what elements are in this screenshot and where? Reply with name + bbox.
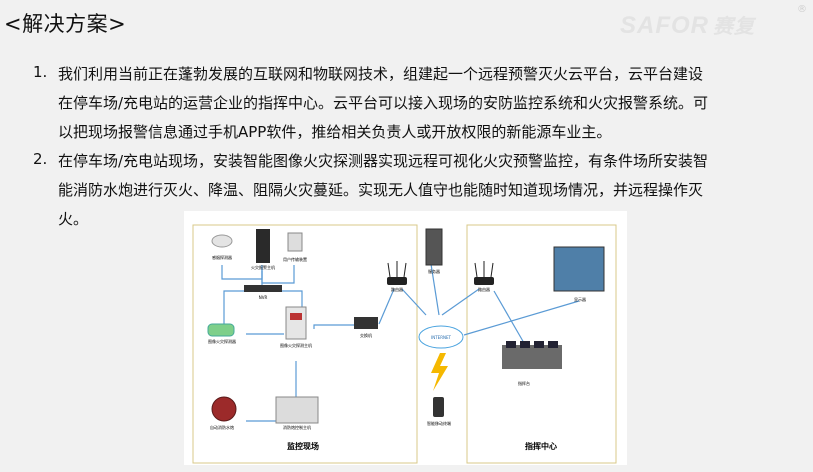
console-monitor-1 [506, 341, 516, 348]
logo-cn-text: 赛复 [713, 16, 755, 38]
registered-mark: ® [797, 4, 807, 15]
item-2-line-2: 能消防水炮进行灭火、降温、阻隔火灾蔓延。实现无人值守也能随时知道现场情况，并远程… [58, 181, 704, 199]
item-2-line-1: 在停车场/充电站现场，安装智能图像火灾探测器实现远程可视化火灾预警监控，有条件场… [58, 152, 709, 170]
image-host-icon [285, 306, 307, 340]
image-detector-label: 图像火灾探测器 [208, 338, 236, 344]
command-center-panel [466, 224, 617, 464]
water-cannon-icon [211, 396, 237, 422]
page-title: <解决方案> [4, 12, 127, 36]
lightning-icon [431, 353, 448, 391]
console-label: 指挥台 [518, 380, 530, 386]
server-label: 服务器 [428, 268, 440, 274]
system-diagram: 感烟探测器 火灾报警主机 用户传输装置 NVR 图像火灾探测器 图像火灾探测主机… [184, 211, 627, 465]
switch-label: 交换机 [360, 332, 372, 338]
monitoring-site-label: 监控现场 [287, 441, 319, 451]
item-1-line-2: 在停车场/充电站的运营企业的指挥中心。云平台可以接入现场的安防监控系统和火灾报警… [58, 94, 709, 112]
router-right-label: 路由器 [478, 286, 490, 292]
internet-label: INTERNET [431, 335, 451, 340]
router-right-icon [474, 277, 494, 285]
console-monitor-3 [534, 341, 544, 348]
item-1-number: 1. [33, 63, 48, 81]
image-detector-icon [207, 323, 235, 337]
water-cannon-label: 自动消防水炮 [210, 424, 234, 430]
display-label: 显示器 [574, 297, 586, 302]
smartphone-icon [433, 397, 444, 417]
user-device-label: 用户传输装置 [283, 256, 307, 262]
smoke-detector-label: 感烟探测器 [212, 254, 232, 260]
alarm-host-icon [256, 229, 270, 263]
cannon-control-host-label: 消防炮控制主机 [283, 424, 311, 430]
nvr-icon [244, 285, 282, 292]
cannon-control-host-icon [275, 396, 319, 424]
command-center-label: 指挥中心 [525, 441, 557, 451]
router-left-label: 路由器 [391, 286, 403, 292]
internet-cloud-icon [418, 325, 464, 349]
smoke-detector-icon [211, 234, 233, 248]
smartphone-label: 智能移动终端 [427, 420, 451, 426]
logo-text: SAFOR [620, 12, 709, 39]
server-icon [425, 228, 443, 266]
router-left-icon [387, 277, 407, 285]
item-1-line-3: 以把现场报警信息通过手机APP软件，推给相关负责人或开放权限的新能源车业主。 [58, 123, 612, 141]
image-host-screen [290, 313, 302, 320]
switch-icon [354, 317, 378, 329]
alarm-host-label: 火灾报警主机 [251, 264, 275, 270]
console-monitor-2 [520, 341, 530, 348]
nvr-label: NVR [259, 295, 268, 300]
item-1-line-1: 我们利用当前正在蓬勃发展的互联网和物联网技术，组建起一个远程预警灭火云平台，云平… [58, 65, 704, 83]
item-2-number: 2. [33, 150, 48, 168]
image-host-label: 图像火灾探测主机 [280, 342, 312, 348]
item-2-line-3: 火。 [58, 210, 89, 228]
command-console-icon [502, 345, 562, 369]
display-wall-icon [553, 246, 605, 292]
user-device-icon [287, 232, 303, 252]
monitoring-site-panel [192, 224, 418, 464]
console-monitor-4 [548, 341, 558, 348]
